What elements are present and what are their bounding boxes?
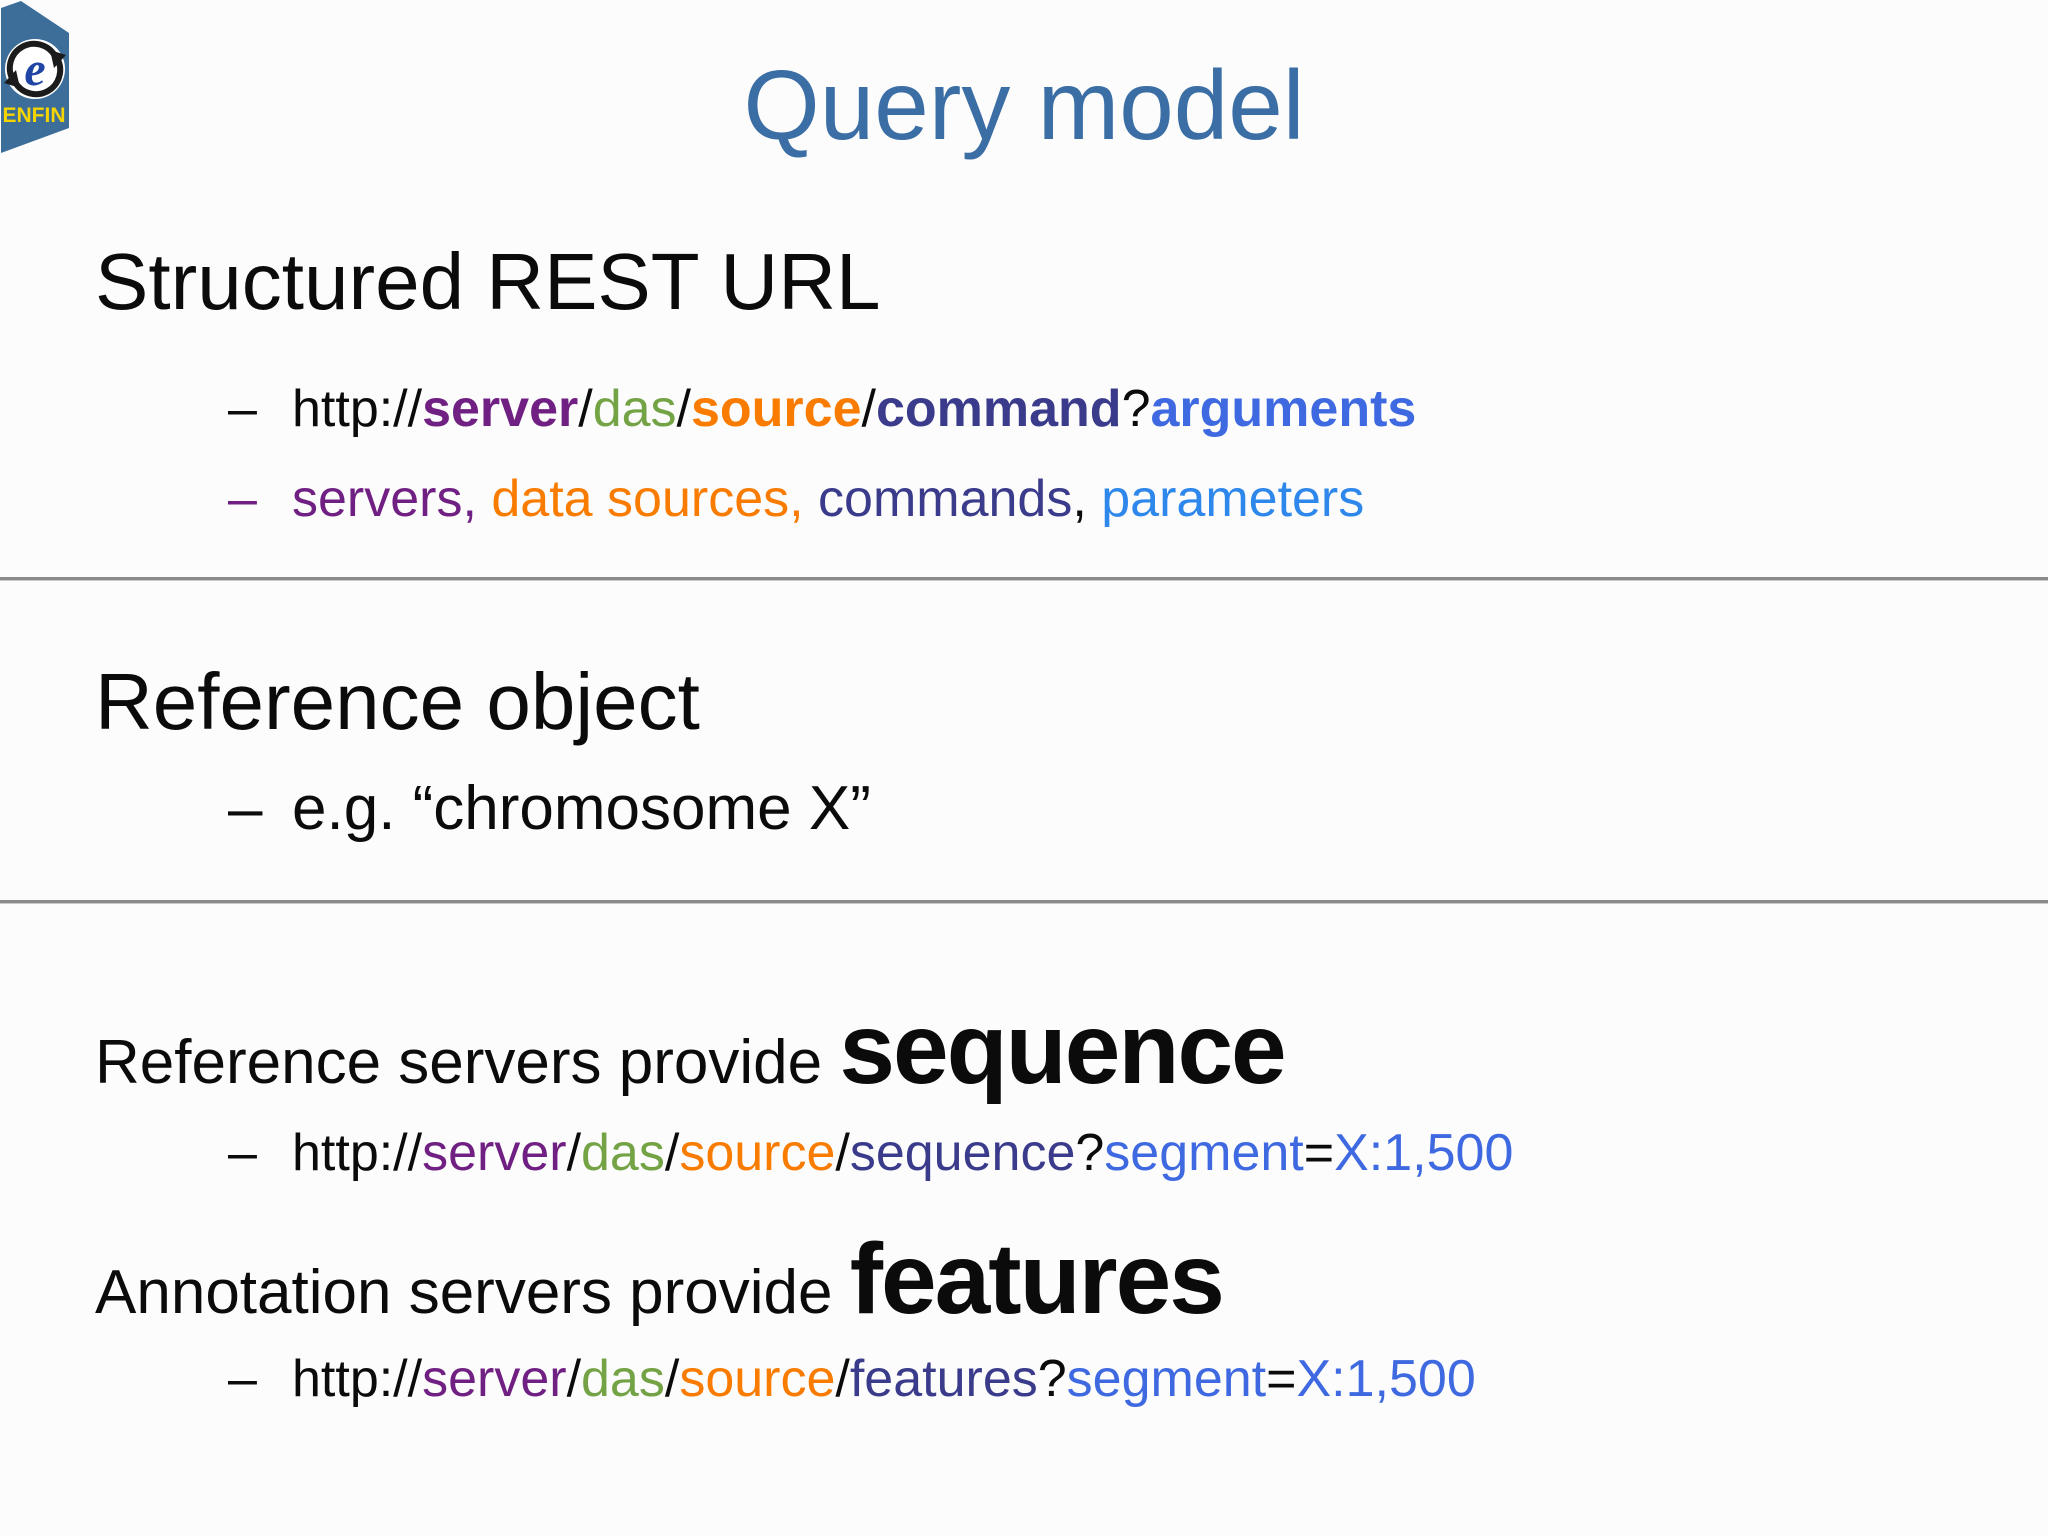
heading-structured-rest-url: Structured REST URL: [95, 237, 881, 326]
bullet-text: servers, data sources, commands, paramet…: [292, 468, 1364, 530]
text-segment: ,: [1072, 470, 1102, 528]
bullet-dash: –: [228, 774, 263, 843]
text-segment: /: [566, 1124, 582, 1182]
text-segment: features: [849, 1350, 1038, 1408]
text-segment: http://: [292, 1124, 423, 1182]
bullet-text: http://server/das/source/sequence?segmen…: [292, 1122, 1513, 1184]
text-segment: http://: [292, 380, 423, 438]
text-segment: /: [664, 1124, 680, 1182]
text-segment: das: [581, 1350, 665, 1408]
text-segment: /: [578, 380, 593, 438]
bullet-text: http://server/das/source/features?segmen…: [292, 1348, 1476, 1410]
text-segment: /: [676, 380, 691, 438]
text-segment: http://: [292, 1350, 423, 1408]
enfin-logo-icon: e ENFIN: [1, 1, 69, 153]
text-segment: server: [422, 1124, 567, 1182]
logo-e-glyph: e: [24, 43, 45, 96]
text-segment: das: [592, 380, 677, 438]
text-segment: sequence: [849, 1124, 1076, 1182]
text-segment: ?: [1037, 1350, 1067, 1408]
bullet-url-pattern: – http://server/das/source/command?argum…: [228, 378, 1416, 440]
circular-arrows-icon: [6, 40, 64, 98]
text-segment: server: [422, 1350, 567, 1408]
logo-enfin-text: ENFIN: [3, 104, 66, 127]
bullet-sequence-url: – http://server/das/source/sequence?segm…: [228, 1122, 1513, 1184]
bullet-dash: –: [228, 1350, 257, 1408]
text-segment: commands: [818, 470, 1073, 528]
text-segment: server: [422, 380, 579, 438]
text-segment: /: [664, 1350, 680, 1408]
text-segment: Reference servers provide: [95, 1028, 840, 1097]
line-text: Reference servers provide sequence: [95, 993, 1287, 1105]
divider-line-1: [0, 577, 2048, 581]
text-segment: source: [679, 1350, 836, 1408]
heading-reference-object: Reference object: [95, 657, 700, 746]
enfin-logo: e ENFIN: [0, 0, 72, 163]
text-segment: =: [1303, 1124, 1335, 1182]
line-annotation-servers-features: Annotation servers provide features: [95, 1222, 1225, 1337]
text-segment: servers: [292, 470, 463, 528]
line-text: Annotation servers provide features: [95, 1223, 1225, 1335]
arrowhead-bottom: [4, 70, 20, 88]
text-segment: source: [690, 380, 862, 438]
bullet-text: http://server/das/source/command?argumen…: [292, 378, 1416, 440]
text-segment: ?: [1121, 380, 1151, 438]
text-segment: X:1,500: [1334, 1124, 1514, 1182]
text-segment: X:1,500: [1296, 1350, 1476, 1408]
text-segment: /: [835, 1350, 850, 1408]
text-segment: /: [835, 1124, 850, 1182]
bullet-features-url: – http://server/das/source/features?segm…: [228, 1348, 1476, 1410]
text-segment: features: [849, 1223, 1225, 1335]
bullet-text: e.g. “chromosome X”: [292, 772, 871, 846]
divider-line-2: [0, 900, 2048, 904]
text-segment: ?: [1075, 1124, 1105, 1182]
text-segment: parameters: [1101, 470, 1365, 528]
text-segment: das: [581, 1124, 665, 1182]
line-reference-servers-sequence: Reference servers provide sequence: [95, 992, 1287, 1107]
bullet-dash: –: [228, 470, 257, 528]
text-segment: ,: [789, 470, 819, 528]
slide-title: Query model: [743, 50, 1305, 160]
text-segment: ,: [462, 470, 492, 528]
bullet-dash: –: [228, 1124, 257, 1182]
text-segment: source: [679, 1124, 836, 1182]
text-segment: arguments: [1150, 380, 1417, 438]
bullet-dash: –: [228, 380, 257, 438]
text-segment: e.g. “chromosome X”: [292, 774, 871, 843]
text-segment: command: [875, 380, 1122, 438]
text-segment: sequence: [839, 993, 1286, 1105]
text-segment: segment: [1066, 1350, 1267, 1408]
text-segment: =: [1266, 1350, 1297, 1408]
text-segment: Annotation servers provide: [95, 1258, 850, 1327]
text-segment: /: [566, 1350, 582, 1408]
text-segment: segment: [1104, 1124, 1304, 1182]
text-segment: /: [861, 380, 876, 438]
bullet-url-parts: – servers, data sources, commands, param…: [228, 468, 1364, 530]
bullet-example: – e.g. “chromosome X”: [228, 772, 871, 846]
arrowhead-top: [50, 50, 66, 68]
text-segment: data sources: [491, 470, 790, 528]
